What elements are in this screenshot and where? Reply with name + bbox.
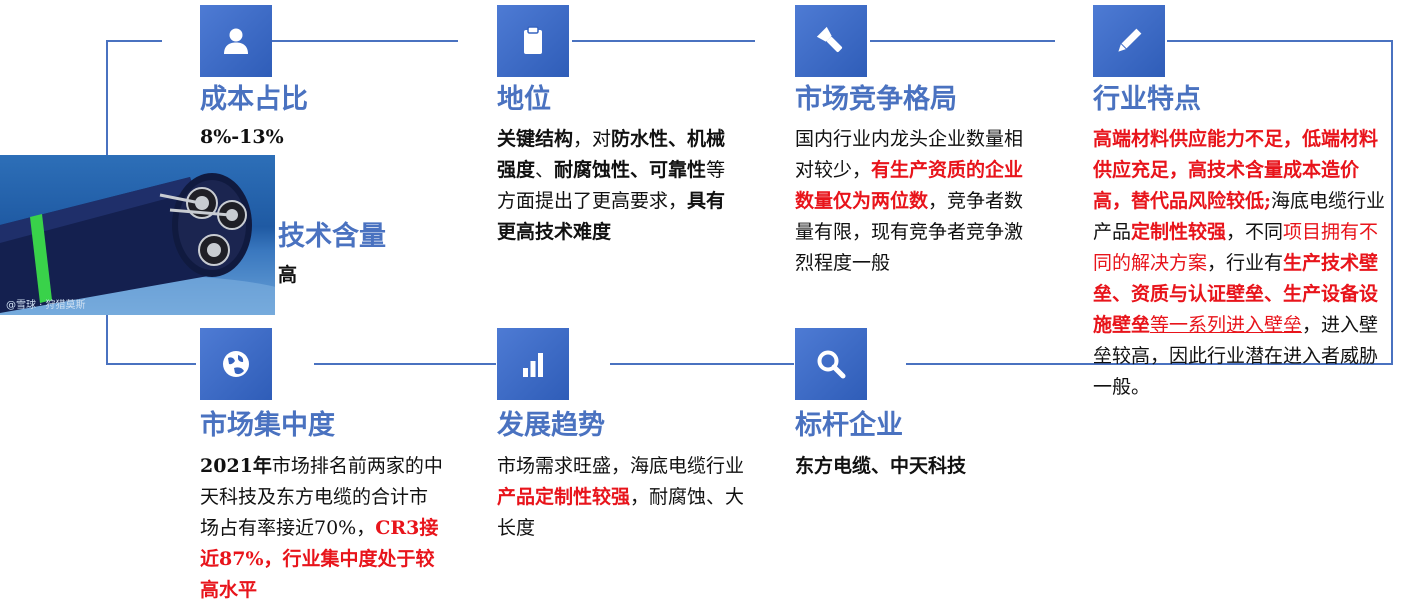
clipboard-icon <box>524 26 542 54</box>
title-benchmark: 标杆企业 <box>795 410 903 441</box>
connector-bottom-3 <box>610 363 794 365</box>
title-concentration: 市场集中度 <box>200 410 335 441</box>
flashlight-icon <box>816 26 843 53</box>
tile-cost-ratio <box>200 5 272 77</box>
text-benchmark: 东方电缆、中天科技 <box>795 455 967 477</box>
title-competition: 市场竞争格局 <box>795 84 957 115</box>
user-icon <box>224 28 248 54</box>
title-tech-content: 技术含量 <box>278 221 386 252</box>
globe-icon <box>223 351 249 377</box>
text-tech-content: 高 <box>278 264 298 286</box>
connector-bottom-2 <box>314 363 496 365</box>
submarine-cable-photo: @雪球 · 狩猎莫斯 <box>0 155 275 315</box>
connector-bottom-4 <box>906 363 1393 365</box>
magnifier-icon <box>817 350 846 379</box>
connector-right-vertical <box>1391 40 1393 365</box>
photo-watermark: @雪球 · 狩猎莫斯 <box>6 300 86 311</box>
text-trend: 市场需求旺盛，海底电缆行业产品定制性较强，耐腐蚀、大长度 <box>497 455 745 539</box>
tile-trend <box>497 328 569 400</box>
text-competition: 国内行业内龙头企业数量相对较少，有生产资质的企业数量仅为两位数，竞争者数量有限，… <box>795 128 1024 274</box>
title-cost-ratio: 成本占比 <box>200 84 308 115</box>
tile-features <box>1093 5 1165 77</box>
text-cost-ratio: 8%-13% <box>200 126 284 148</box>
connector-top-2 <box>272 40 458 42</box>
connector-top-4 <box>870 40 1055 42</box>
connector-top-5 <box>1167 40 1393 42</box>
text-position: 关键结构，对防水性、机械强度、耐腐蚀性、可靠性等方面提出了更高要求，具有更高技术… <box>497 128 726 243</box>
pencil-icon <box>1118 28 1142 52</box>
title-features: 行业特点 <box>1093 84 1201 115</box>
connector-top-3 <box>572 40 755 42</box>
title-position: 地位 <box>497 84 551 115</box>
title-trend: 发展趋势 <box>497 410 605 441</box>
tile-competition <box>795 5 867 77</box>
tile-position <box>497 5 569 77</box>
bar-chart-icon <box>523 353 543 377</box>
connector-bottom-1 <box>106 363 196 365</box>
tile-benchmark <box>795 328 867 400</box>
connector-top-1 <box>106 40 162 42</box>
text-concentration: 2021年市场排名前两家的中天科技及东方电缆的合计市场占有率接近70%，CR3接… <box>200 455 443 601</box>
cable-illustration <box>0 173 275 315</box>
tile-concentration <box>200 328 272 400</box>
text-features: 高端材料供应能力不足，低端材料供应充足，高技术含量成本造价高，替代品风险较低;海… <box>1093 128 1386 398</box>
